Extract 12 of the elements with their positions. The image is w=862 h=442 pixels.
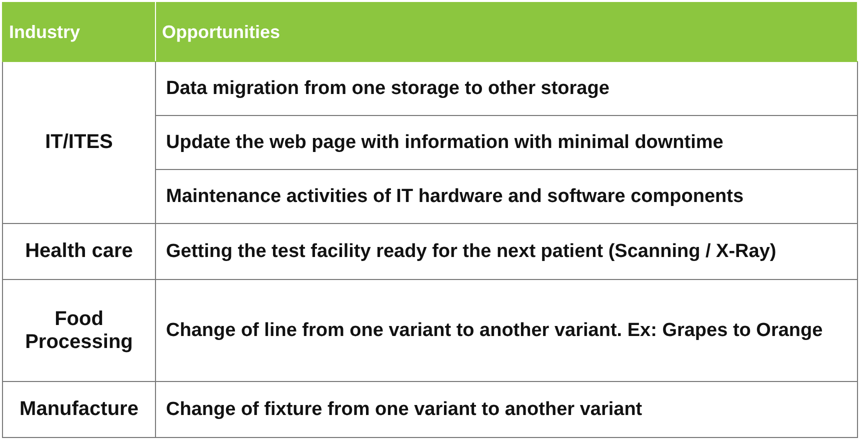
industry-name: Health care bbox=[2, 224, 156, 280]
opportunity-text: Change of fixture from one variant to another variant bbox=[156, 382, 858, 438]
column-header: Opportunities bbox=[156, 2, 858, 62]
industry-name: Manufacture bbox=[2, 382, 156, 438]
industry-name: IT/ITES bbox=[2, 62, 156, 224]
opportunity-text: Data migration from one storage to other storage bbox=[156, 62, 858, 116]
opportunity-text: Getting the test facility ready for the next patient (Scanning / X-Ray) bbox=[156, 224, 858, 280]
industry-name: Food Processing bbox=[2, 280, 156, 382]
opportunity-text: Change of line from one variant to another variant. Ex: Grapes to Orange bbox=[156, 280, 858, 382]
opportunity-text: Maintenance activities of IT hardware and software components bbox=[156, 170, 858, 224]
opportunity-text: Update the web page with information with minimal downtime bbox=[156, 116, 858, 170]
column-header: Industry bbox=[2, 2, 156, 62]
